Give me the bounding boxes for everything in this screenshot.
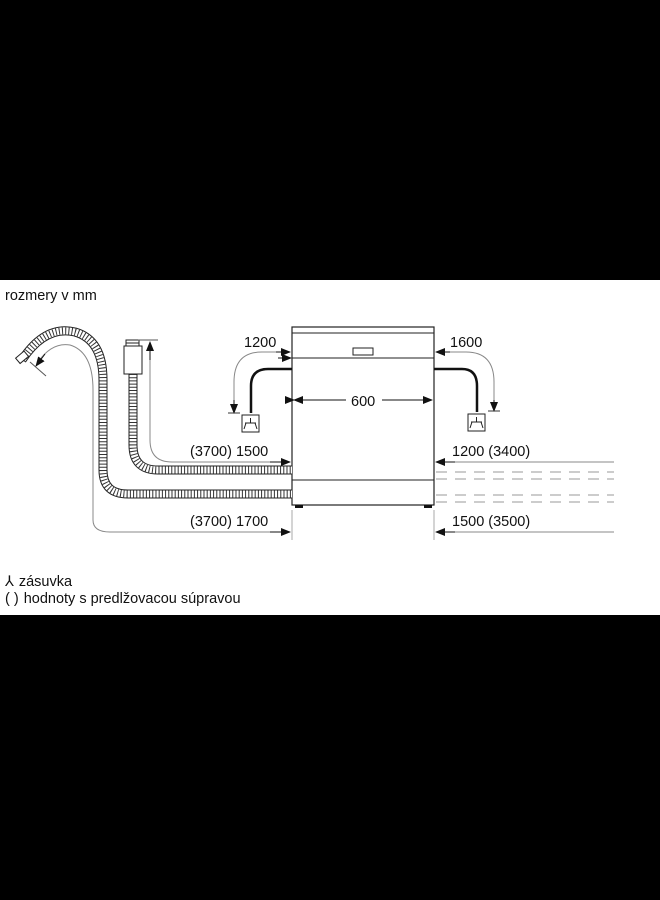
control-panel-display <box>352 347 374 356</box>
power-cable-right <box>434 367 479 412</box>
foot-left <box>295 505 303 508</box>
parens-legend-label: hodnoty s predlžovacou súpravou <box>23 591 241 607</box>
dim-arc-left <box>233 351 276 411</box>
drain-hose-left <box>14 326 292 499</box>
parens-legend-icon: ( ) <box>5 591 19 607</box>
width-dimension: 600 <box>351 394 375 410</box>
socket-legend-label: zásuvka <box>18 574 73 590</box>
left-cable-length: 1200 <box>244 335 276 351</box>
socket-icon-right <box>467 413 486 432</box>
dim-arc-right <box>450 351 495 411</box>
legend: ⅄ zásuvka ( ) hodnoty s predlžovacou súp… <box>5 574 241 608</box>
foot-right <box>424 505 432 508</box>
right-cable-length: 1600 <box>450 335 482 351</box>
right-hose-dashed-lines <box>436 471 614 503</box>
dishwasher-outline <box>291 326 435 508</box>
left-inlet-hose-length: (3700) 1500 <box>190 444 268 460</box>
legend-parens: ( ) hodnoty s predlžovacou súpravou <box>5 591 241 608</box>
right-inlet-hose-length: 1200 (3400) <box>452 444 530 460</box>
left-drain-hose-length: (3700) 1700 <box>190 514 268 530</box>
inlet-hose-left <box>123 339 292 475</box>
socket-icon-left <box>241 414 260 433</box>
right-drain-hose-length: 1500 (3500) <box>452 514 530 530</box>
power-cable-left <box>249 367 292 413</box>
dishwasher-installation-diagram: 600 1200 1600 <box>14 326 614 540</box>
legend-socket: ⅄ zásuvka <box>5 574 241 591</box>
diagram-title: rozmery v mm <box>5 288 97 304</box>
socket-legend-icon: ⅄ <box>5 574 14 590</box>
diagram-panel: rozmery v mm 600 <box>0 280 660 615</box>
